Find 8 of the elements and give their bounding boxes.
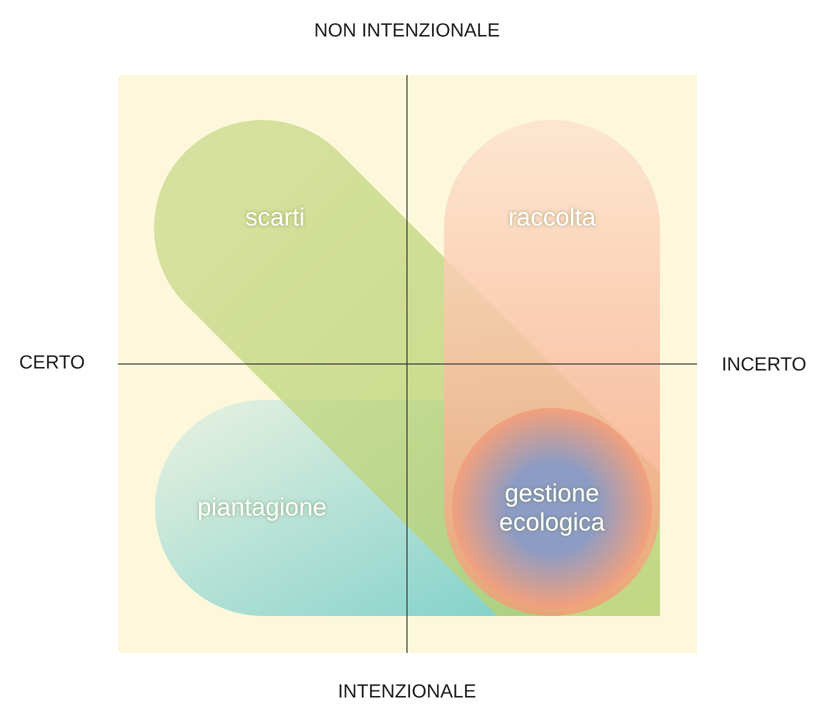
node-label: scarti xyxy=(244,204,306,232)
axis-label: INTENZIONALE xyxy=(336,682,478,704)
axis-label: INCERTO xyxy=(720,354,808,378)
node-label: raccolta xyxy=(507,204,597,232)
axis-label: CERTO xyxy=(18,352,86,376)
axis-label: NON INTENZIONALE xyxy=(313,20,501,44)
node-label: gestione ecologica xyxy=(498,479,606,537)
node-label: piantagione xyxy=(196,494,328,522)
